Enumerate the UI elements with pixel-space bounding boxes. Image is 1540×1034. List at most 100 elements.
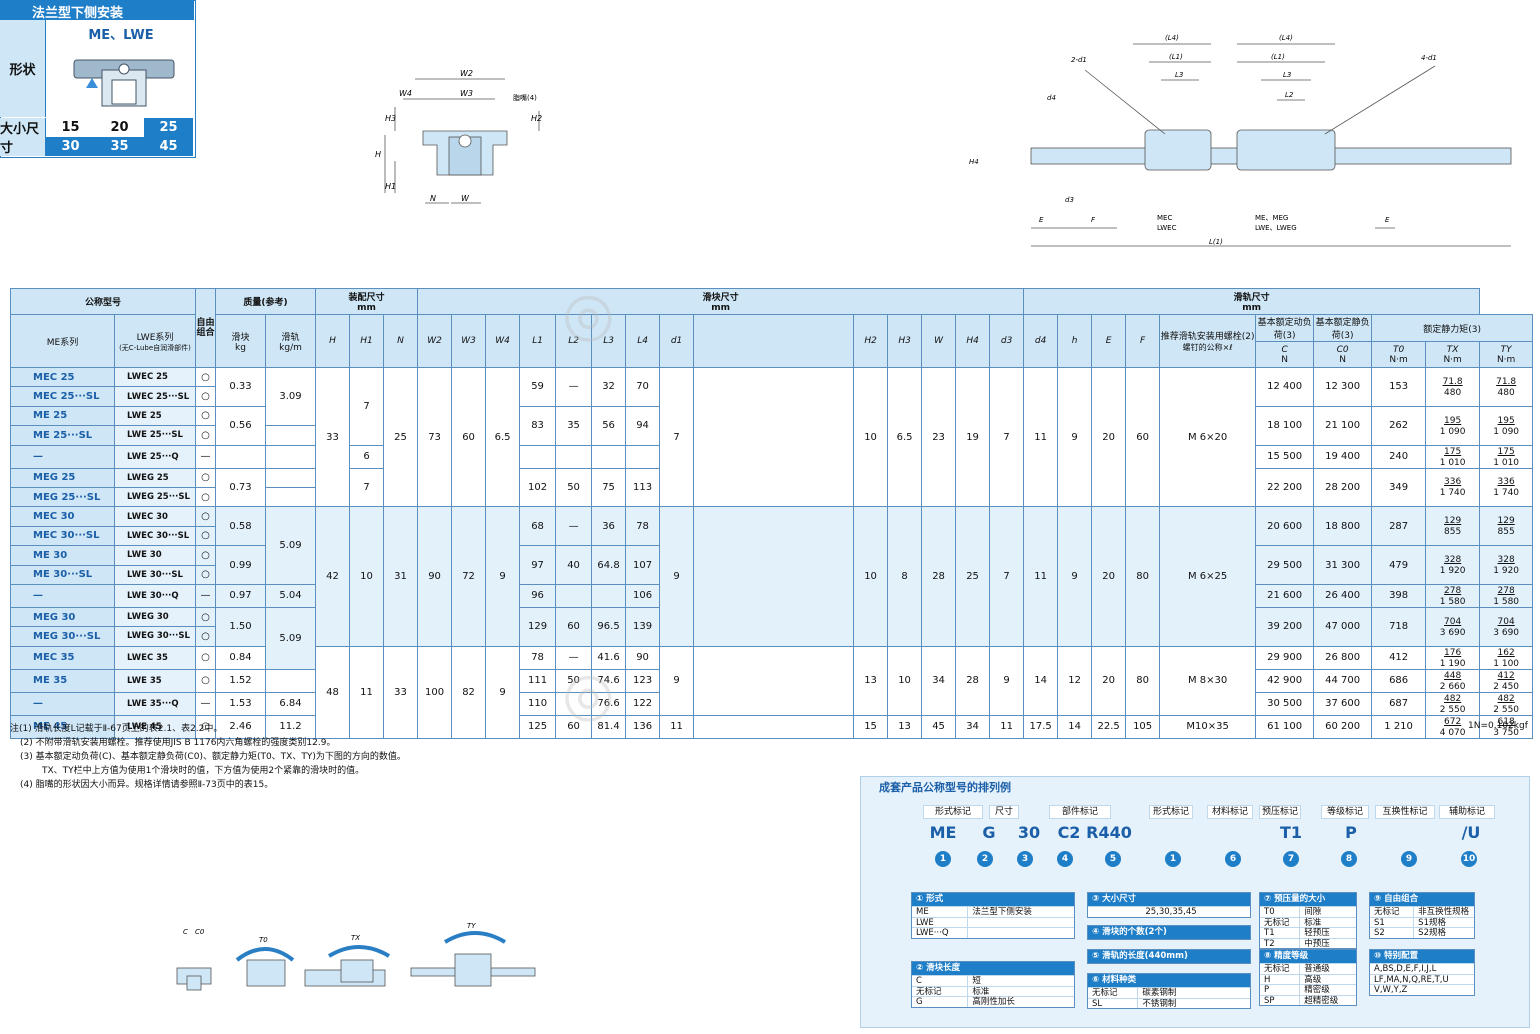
cell-26: 15 500 xyxy=(1255,444,1315,469)
code-number-badge: 9 xyxy=(1401,851,1417,867)
col-header-d1: d1 xyxy=(659,314,695,368)
cell-25: M 6×25 xyxy=(1159,506,1257,647)
cell-21: 17.5 xyxy=(1023,714,1059,739)
cell-26: 61 100 xyxy=(1255,714,1315,739)
key-title: ⑨ 自由组合 xyxy=(1370,893,1474,906)
col-header-h4: H4 xyxy=(955,314,991,368)
cell-15: 11 xyxy=(659,714,695,739)
cell-10: 9 xyxy=(485,506,521,647)
cell-15: 7 xyxy=(659,366,695,508)
cell-12: — xyxy=(555,367,593,407)
key-cell: 高级 xyxy=(1299,974,1356,984)
cell-13: 32 xyxy=(591,367,627,407)
cell-11: 111 xyxy=(519,668,557,693)
c-header: 基本额定动负荷(3) xyxy=(1255,314,1315,342)
l3-label-left: L3 xyxy=(1175,71,1183,79)
cell-3: 1.52 xyxy=(215,668,267,693)
cell-26: 39 200 xyxy=(1255,606,1315,647)
key-cell: SP xyxy=(1264,995,1275,1006)
col-header-w2: W2 xyxy=(417,314,453,368)
cell-5: 48 xyxy=(315,645,351,739)
key-cell: S2 xyxy=(1374,928,1385,938)
key-cell: C xyxy=(916,976,922,986)
me-model: ME 30···SL xyxy=(10,564,115,585)
cell-2: — xyxy=(195,583,217,608)
cell-18: 28 xyxy=(921,506,957,647)
cell-21: 11 xyxy=(1023,366,1059,508)
cell-27: 28 200 xyxy=(1313,467,1373,508)
cell-13 xyxy=(591,583,627,608)
key-cell: 非互换性规格 xyxy=(1413,907,1474,917)
cell-26: 22 200 xyxy=(1255,467,1315,508)
cell-3: 1.53 xyxy=(215,691,267,716)
cell-2: ○ xyxy=(195,425,217,446)
cell-13: 36 xyxy=(591,506,627,547)
note-3: (3) 基本额定动负荷(C)、基本额定静负荷(C0)、额定静力矩(T0、TX、T… xyxy=(20,752,406,762)
lwe-model: LWE 30···SL xyxy=(113,564,197,585)
cell-16: 13 xyxy=(853,645,889,716)
cell-2: ○ xyxy=(195,668,217,693)
code-number-badge: 6 xyxy=(1225,851,1241,867)
nozzle-label: 脂嘴(4) xyxy=(513,93,537,102)
key-title: ⑥ 材料种类 xyxy=(1088,974,1250,987)
cell-2: ○ xyxy=(195,545,217,566)
cell-7: 33 xyxy=(383,645,419,739)
key-cell: 无标记 xyxy=(1374,907,1400,917)
side-view-drawing: (L4) (L1) L3 (L4) (L1) L3 L2 2-d1 4-d1 d… xyxy=(969,34,1512,247)
me-model: MEC 25···SL xyxy=(10,386,115,407)
col-header-l4: L4 xyxy=(625,314,661,368)
cell-23: 20 xyxy=(1091,645,1127,716)
key-cell xyxy=(967,928,1074,938)
me-model: ME 30 xyxy=(10,545,115,566)
code-label: 尺寸 xyxy=(989,805,1019,819)
size-30: 30 xyxy=(46,137,95,156)
key-cell: H xyxy=(1264,974,1271,985)
key-cell: P xyxy=(1264,985,1270,995)
cell-14: 136 xyxy=(625,714,661,739)
size-35: 35 xyxy=(95,137,144,156)
me-model: MEG 30···SL xyxy=(10,626,115,647)
cell-9: 60 xyxy=(451,366,487,508)
blank-header xyxy=(693,314,855,368)
size-grid: 15 20 25 30 35 45 xyxy=(46,118,194,156)
model-header: 公称型号 xyxy=(9,288,197,315)
key-cell xyxy=(967,917,1074,927)
key-cell: LF,MA,N,Q,RE,T,U xyxy=(1374,974,1449,985)
cell-27: 26 400 xyxy=(1313,583,1373,608)
cell-12: 35 xyxy=(555,405,593,446)
key-cell: 精密级 xyxy=(1299,985,1356,995)
cell-17: 6.5 xyxy=(887,366,923,508)
cell-11: 59 xyxy=(519,367,557,407)
key-cell: S1 xyxy=(1374,917,1385,928)
lwe-model: LWEG 30 xyxy=(113,606,197,628)
cell-14: 113 xyxy=(625,467,661,508)
moment-header: 额定静力矩(3) xyxy=(1371,314,1534,342)
key-cell: T1 xyxy=(1264,928,1275,938)
key-cell: 法兰型下侧安装 xyxy=(967,907,1074,917)
cell-18: 45 xyxy=(921,714,957,739)
cell-11: 125 xyxy=(519,714,557,739)
d3-label: d3 xyxy=(1065,196,1074,204)
cell-4: 5.04 xyxy=(265,583,317,608)
cell-27: 37 600 xyxy=(1313,691,1373,716)
cell-14: 78 xyxy=(625,506,661,547)
cell-14: 94 xyxy=(625,405,661,446)
key-cell: LWE xyxy=(916,917,934,928)
cell-28: 349 xyxy=(1371,467,1427,508)
cell-16: 15 xyxy=(853,714,889,739)
cell-17: 10 xyxy=(887,645,923,716)
key-cell: 普通级 xyxy=(1299,964,1356,974)
shape-box: 法兰型下侧安装 形状 ME、LWE 大小尺寸 15 20 25 30 35 45 xyxy=(0,0,196,158)
